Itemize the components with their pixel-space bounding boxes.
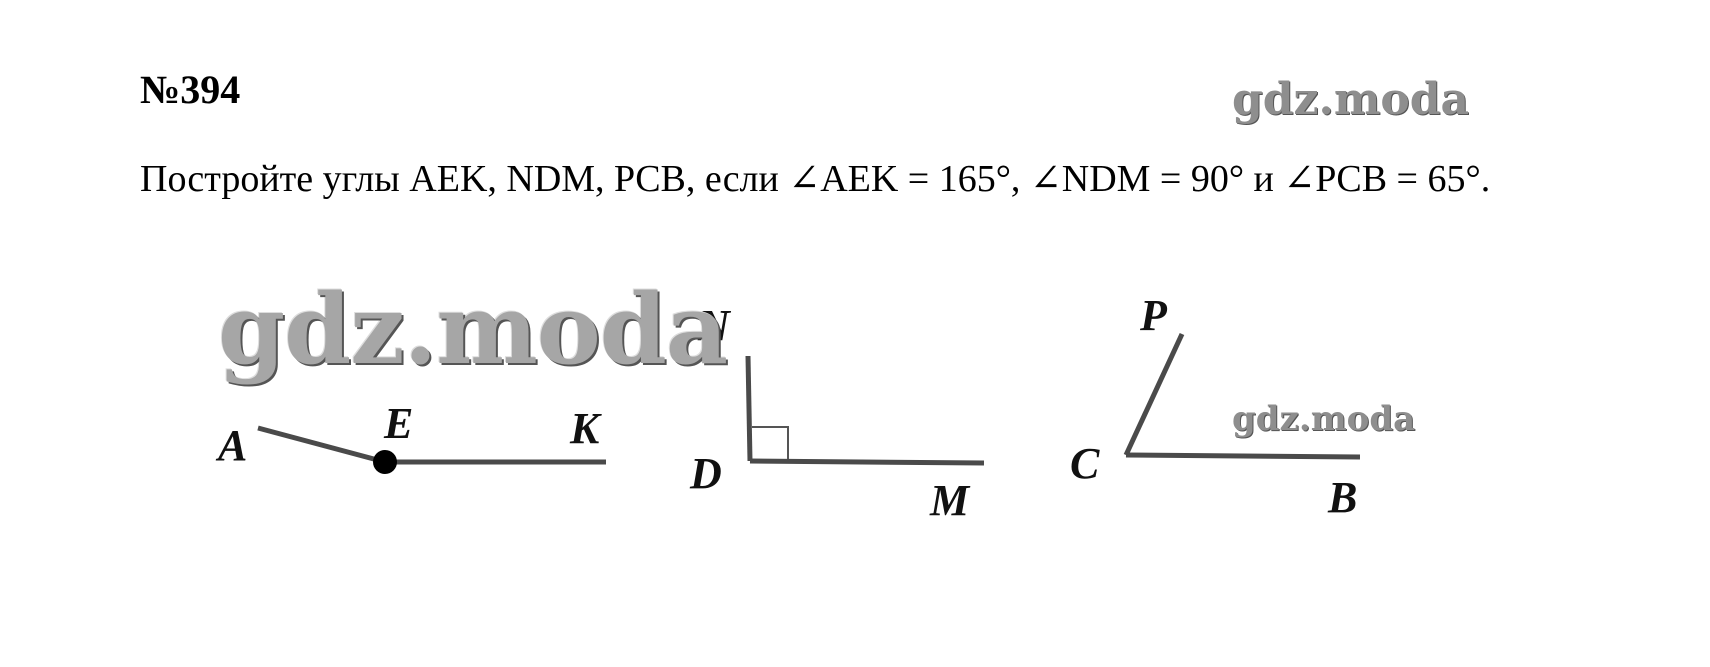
task-statement: Постройте углы AEK, NDM, PCB, если ∠AEK …	[140, 158, 1491, 200]
label-p: P	[1139, 291, 1168, 340]
watermark-logo-small: gdz.moda	[1232, 399, 1416, 439]
ray-dm	[749, 458, 985, 466]
watermark-logo-large: gdz.moda	[218, 273, 728, 386]
label-a: A	[215, 421, 247, 470]
label-m: M	[929, 476, 971, 525]
angle-ndm: N D M	[689, 301, 985, 525]
label-c: C	[1070, 439, 1100, 488]
angle-pcb: P C B	[1070, 291, 1361, 522]
vertex-point-e	[373, 450, 397, 474]
right-angle-mark	[752, 426, 789, 459]
label-b: B	[1327, 473, 1357, 522]
label-k: K	[569, 404, 602, 453]
watermark-logo-top: gdz.moda	[1232, 74, 1470, 125]
ray-cb	[1125, 452, 1361, 460]
label-d: D	[689, 449, 722, 498]
task-number: №394	[140, 67, 241, 112]
label-e: E	[383, 399, 413, 448]
label-n: N	[697, 301, 732, 350]
angle-aek: A E K	[215, 399, 606, 474]
ray-cp	[1123, 332, 1185, 457]
ray-dn	[745, 355, 753, 462]
ray-ea	[257, 425, 386, 465]
